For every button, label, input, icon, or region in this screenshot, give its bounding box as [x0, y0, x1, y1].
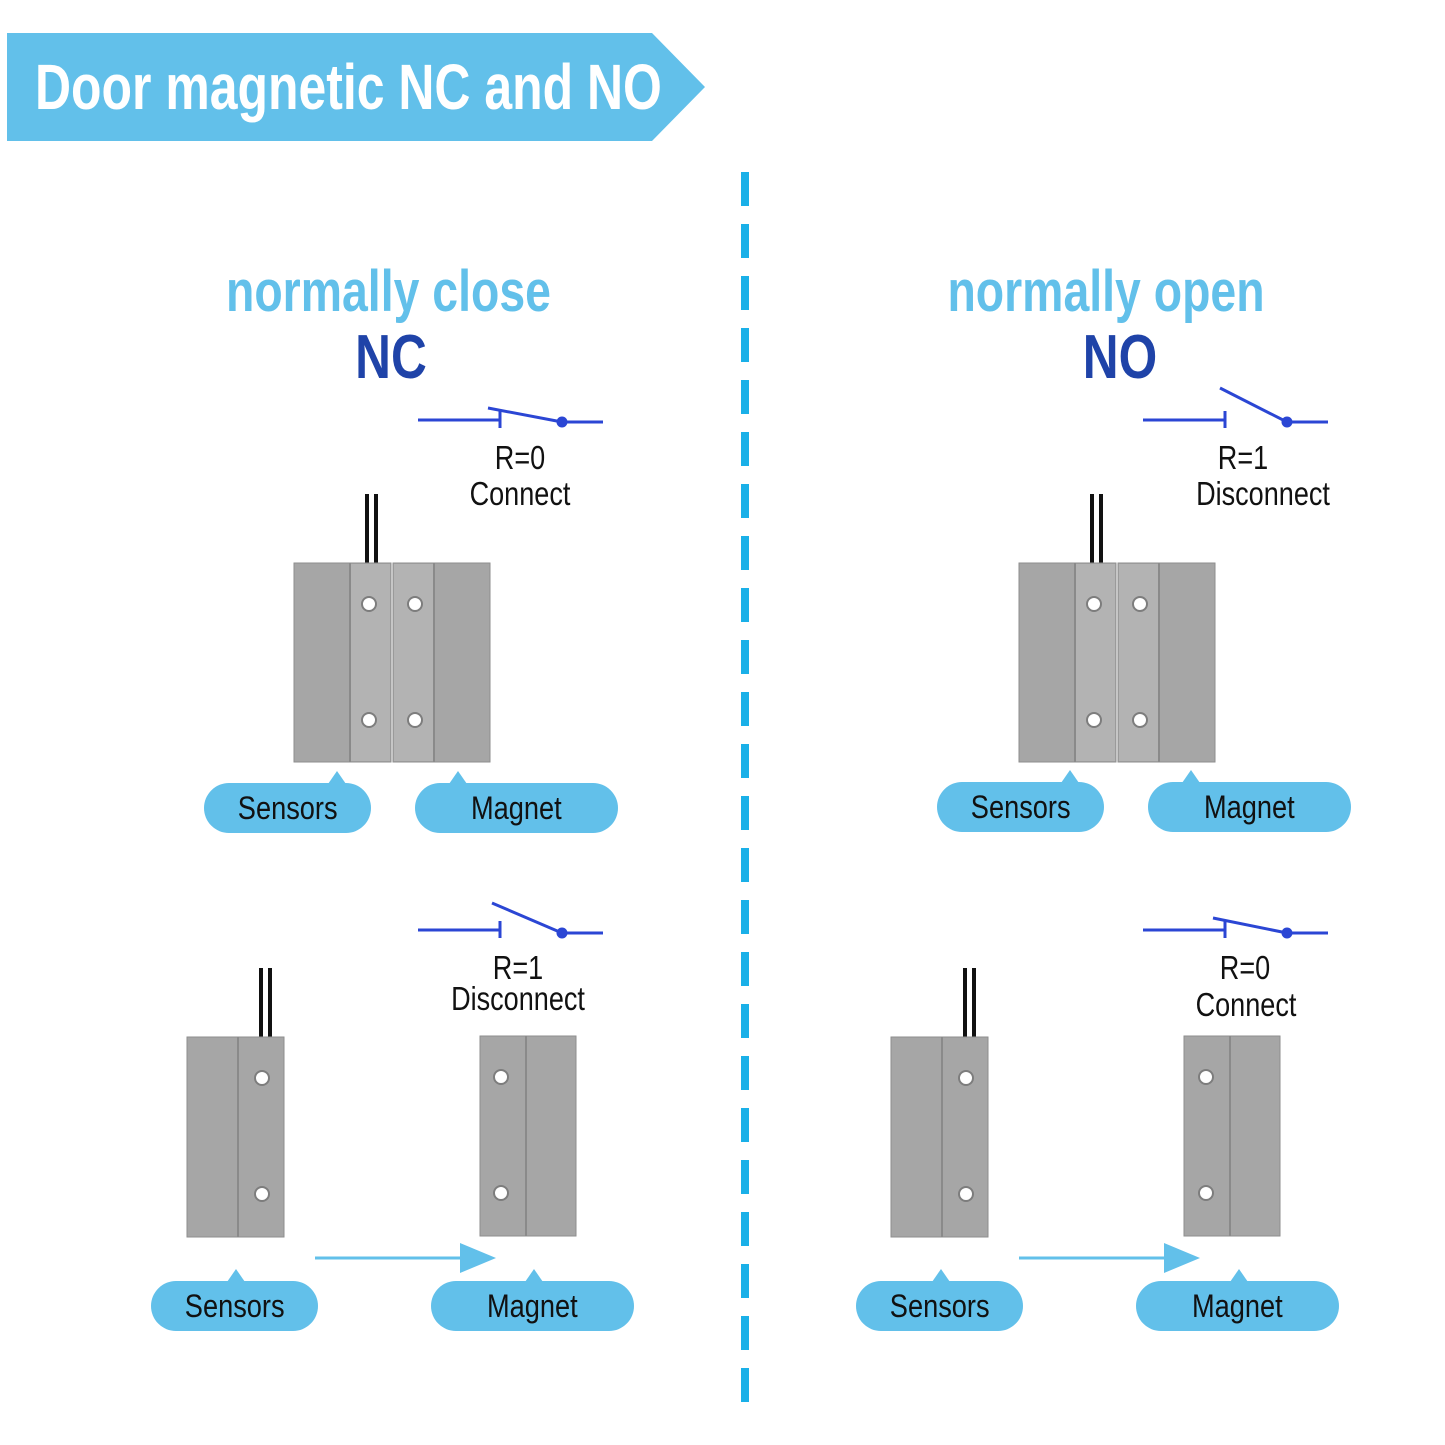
no-closed-resistance: R=1 [1217, 439, 1269, 476]
switch-icon-nc-closed [418, 406, 603, 428]
nc-open-status: Disconnect [451, 980, 585, 1017]
nc-closed-device [293, 494, 491, 763]
no-closed-status: Disconnect [1196, 475, 1330, 512]
nc-closed-resistance: R=0 [494, 439, 546, 476]
no-open-sensors-label: Sensors [856, 1269, 1023, 1331]
nc-open-sensor [186, 968, 285, 1238]
nc-closed-sensors-label: Sensors [204, 771, 371, 833]
no-closed-magnet-label: Magnet [1148, 770, 1351, 832]
title-banner: Door magnetic NC and NO [7, 33, 705, 141]
nc-code: NC [355, 323, 427, 392]
no-open-resistance: R=0 [1219, 949, 1271, 986]
nc-open-magnet-label: Magnet [431, 1269, 634, 1331]
page-title: Door magnetic NC and NO [35, 51, 662, 123]
no-closed-device [1018, 494, 1216, 763]
no-closed-sensors-label: Sensors [937, 770, 1104, 832]
nc-open-sensors-label: Sensors [151, 1269, 318, 1331]
switch-icon-nc-open [418, 901, 603, 939]
switch-icon-no-open [1143, 916, 1328, 939]
nc-open-magnet [479, 1035, 577, 1237]
nc-open-resistance: R=1 [492, 949, 544, 986]
banner-arrow-shape [7, 33, 705, 141]
no-code: NO [1082, 323, 1158, 392]
no-open-magnet [1183, 1035, 1281, 1237]
no-open-status: Connect [1195, 986, 1297, 1023]
nc-closed-magnet-label: Magnet [415, 771, 618, 833]
no-subtitle: normally open [947, 259, 1265, 324]
nc-closed-status: Connect [469, 475, 571, 512]
nc-subtitle: normally close [226, 259, 551, 324]
switch-icon-no-closed [1143, 386, 1328, 428]
no-open-sensor [890, 968, 989, 1238]
no-open-magnet-label: Magnet [1136, 1269, 1339, 1331]
